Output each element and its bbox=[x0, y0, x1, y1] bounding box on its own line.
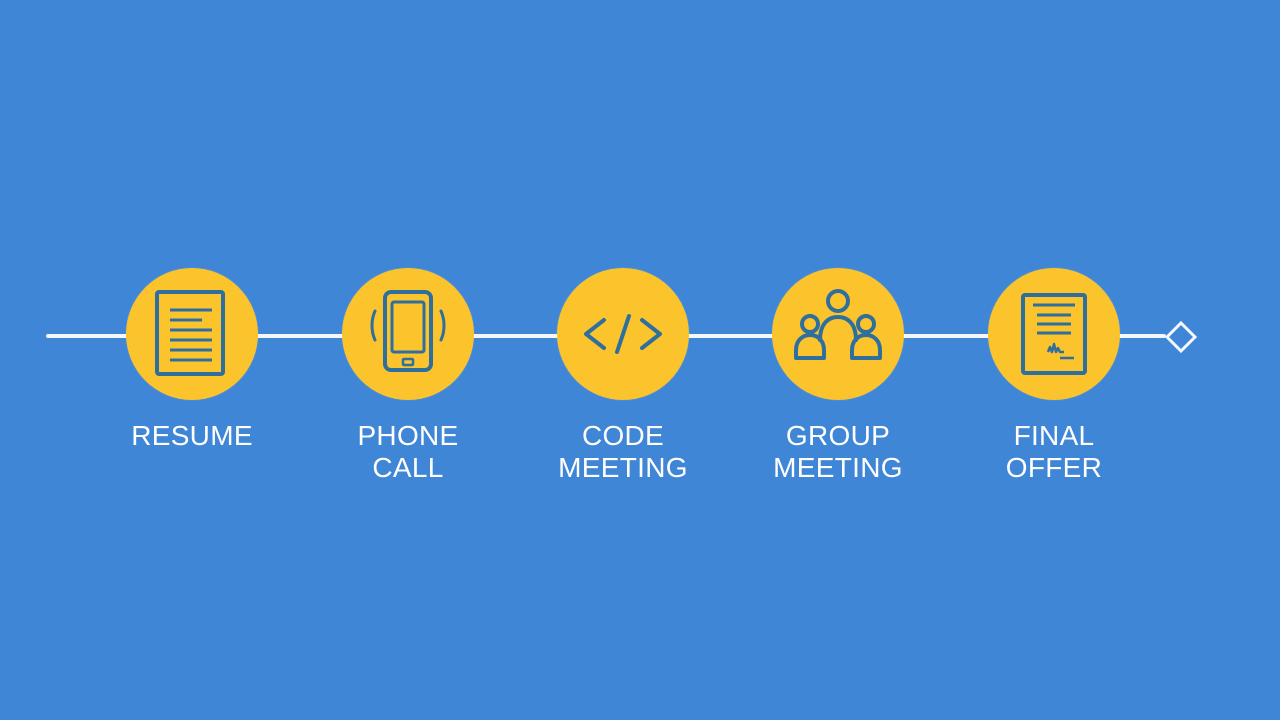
offer-letter-icon bbox=[1021, 293, 1087, 375]
smartphone-icon bbox=[370, 290, 446, 372]
step-label-group-meeting: GROUP MEETING bbox=[748, 420, 928, 484]
step-label-line: FINAL bbox=[1013, 420, 1095, 451]
step-label-line: PHONE bbox=[357, 420, 459, 451]
step-label-code-meeting: CODE MEETING bbox=[533, 420, 713, 484]
step-group-meeting bbox=[772, 268, 904, 400]
step-resume bbox=[126, 268, 258, 400]
step-phone-call bbox=[342, 268, 474, 400]
step-label-line: CALL bbox=[372, 452, 444, 483]
step-code-meeting bbox=[557, 268, 689, 400]
step-label-resume: RESUME bbox=[102, 420, 282, 452]
code-icon bbox=[584, 314, 662, 354]
step-label-final-offer: FINAL OFFER bbox=[964, 420, 1144, 484]
step-label-line: RESUME bbox=[131, 420, 253, 451]
step-label-line: OFFER bbox=[1005, 452, 1103, 483]
step-label-line: GROUP bbox=[785, 420, 891, 451]
step-final-offer bbox=[988, 268, 1120, 400]
diamond-icon bbox=[1164, 320, 1198, 354]
step-label-line: MEETING bbox=[558, 452, 688, 483]
document-icon bbox=[155, 290, 225, 376]
group-icon bbox=[794, 289, 882, 360]
step-label-phone-call: PHONE CALL bbox=[318, 420, 498, 484]
step-label-line: MEETING bbox=[773, 452, 903, 483]
step-label-line: CODE bbox=[581, 420, 665, 451]
